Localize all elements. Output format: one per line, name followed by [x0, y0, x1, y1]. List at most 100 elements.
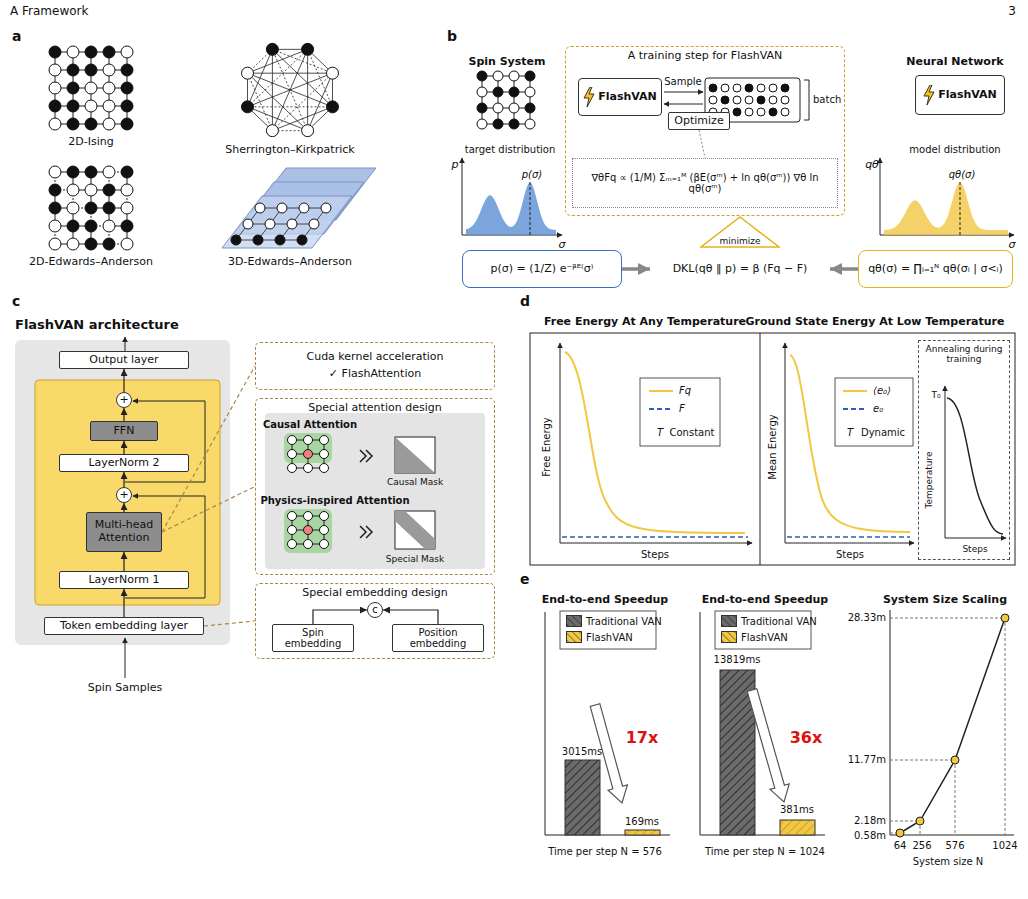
- data-point: [896, 829, 904, 837]
- lightning-icon: [584, 87, 594, 107]
- axis: [945, 386, 946, 538]
- sk-bond: [248, 49, 308, 106]
- label: 256: [912, 840, 931, 852]
- sample-spin: [709, 84, 717, 92]
- grey-node: FFN: [90, 421, 158, 441]
- sample-spin: [757, 84, 765, 92]
- label: Free Energy At Any Temperature: [544, 316, 746, 329]
- sk-spin: [302, 125, 314, 137]
- target-curve: [466, 183, 556, 235]
- ea3d-spin: [265, 219, 275, 229]
- sk-bond: [307, 49, 308, 130]
- ising-spin: [67, 118, 79, 130]
- ea3d-spin: [299, 203, 309, 213]
- panel-frame: [530, 333, 1015, 565]
- connector: [123, 408, 124, 421]
- label: 13819ms: [714, 654, 761, 666]
- ea3d-spin: [255, 203, 265, 213]
- legend-text: e₀: [873, 403, 883, 414]
- label: model distribution: [909, 144, 1000, 156]
- mask-square: [395, 437, 435, 473]
- guide-line: [1005, 618, 1006, 835]
- label: Neural Network: [906, 56, 1003, 69]
- label: T₀: [931, 390, 940, 400]
- tri-node: minimize: [700, 216, 780, 248]
- legend-item: FlashVAN: [721, 631, 788, 643]
- output-arrow: [125, 337, 126, 352]
- ea3d-spin: [309, 219, 319, 229]
- sample-spin: [769, 96, 777, 104]
- mini-spin: [304, 540, 313, 549]
- node-text: FlashVAN: [598, 91, 657, 104]
- connector: [204, 621, 255, 626]
- sk-spin: [302, 43, 314, 55]
- ea2d-spin: [85, 166, 97, 178]
- dashBc-node: Special embedding designcSpin embeddingP…: [255, 583, 495, 659]
- label: p(σ): [522, 169, 543, 181]
- sample-spin: [745, 108, 753, 116]
- ising-spin: [85, 46, 97, 58]
- legend-line: [843, 390, 867, 392]
- legend-line: [843, 408, 867, 410]
- mini-spin: [320, 512, 329, 521]
- node-text: Output layer: [89, 354, 158, 367]
- legend-text: FlashVAN: [586, 632, 633, 643]
- label: c: [12, 293, 20, 309]
- label: Spin Samples: [88, 682, 162, 695]
- box-node: LayerNorm 2: [59, 454, 189, 472]
- legend-item: e₀: [842, 403, 883, 414]
- bar: [565, 760, 600, 835]
- node-text: FlashVAN: [938, 89, 997, 102]
- node-text: Position embedding: [396, 627, 480, 650]
- arch-node: FlashVAN architectureOutput layer+FFNLay…: [15, 340, 230, 645]
- legend-text: Traditional VAN: [741, 616, 817, 627]
- legend-line: [649, 408, 673, 410]
- sample-spin: [769, 84, 777, 92]
- ea3d-spin: [243, 219, 253, 229]
- spin-system-spin: [525, 103, 535, 113]
- label: p: [452, 159, 459, 172]
- ising-spin: [121, 82, 133, 94]
- label: Free Energy: [541, 417, 553, 476]
- node-text: Special embedding design: [302, 587, 447, 600]
- label: Sample: [664, 76, 702, 88]
- label: Steps: [962, 544, 987, 554]
- label: Steps: [641, 549, 669, 561]
- mini-spin: [288, 450, 297, 459]
- sk-bond: [248, 73, 308, 130]
- node-text: LayerNorm 1: [88, 574, 159, 587]
- mini-spin: [304, 464, 313, 473]
- sk-spin: [242, 67, 254, 79]
- logo-node: FlashVAN: [578, 78, 662, 116]
- ising-spin: [103, 100, 115, 112]
- legend-line: [649, 390, 673, 392]
- label: 2D-Ising: [68, 136, 113, 149]
- sample-spin: [781, 108, 789, 116]
- ea2d-spin: [103, 202, 115, 214]
- label: Causal Attention: [263, 419, 357, 431]
- ea2d-spin: [121, 184, 133, 196]
- legend-swatch: [721, 615, 737, 627]
- legend-text: ⟨e₀⟩: [873, 385, 891, 396]
- mini-spin: [288, 512, 297, 521]
- attention-ground: [265, 413, 485, 569]
- axis: [880, 158, 881, 235]
- architecture-ground: [15, 340, 230, 645]
- axis: [890, 835, 1014, 836]
- model-curve: [884, 183, 1008, 235]
- sk-spin: [266, 125, 278, 137]
- map-symbol: [360, 526, 372, 538]
- label: 3D-Edwards–Anderson: [228, 256, 352, 269]
- sample-arrow: [664, 92, 703, 93]
- legend-swatch: [566, 615, 582, 627]
- ea3d-spin: [231, 235, 241, 245]
- label: Time per step N = 1024: [705, 846, 825, 858]
- axis: [545, 612, 546, 835]
- sk-spin: [326, 101, 338, 113]
- legend-swatch: [721, 631, 737, 643]
- legend-swatch: [566, 631, 582, 643]
- box-node: Position embedding: [392, 624, 484, 652]
- ea2d-spin: [67, 166, 79, 178]
- node-text: minimize: [719, 236, 760, 246]
- sample-spin: [781, 96, 789, 104]
